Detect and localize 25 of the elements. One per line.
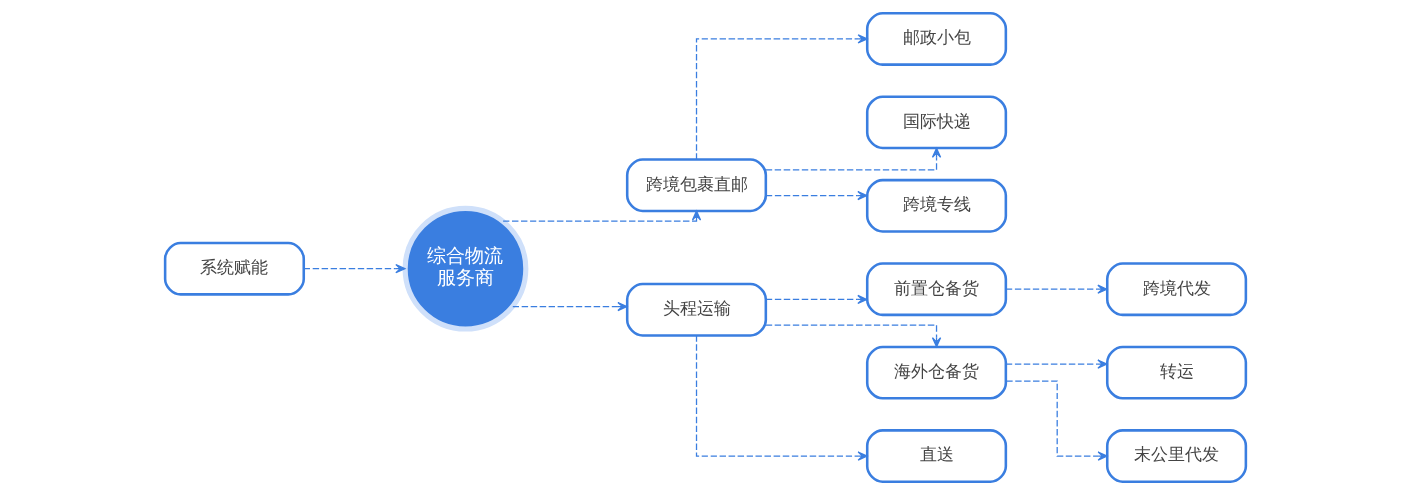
node-box: 海外仓备货 [865,345,1007,400]
arrow [501,210,701,222]
arrow [695,34,868,161]
node-box: 跨境专线 [865,178,1007,233]
node-box: 跨境代发 [1105,262,1247,317]
node-box: 直送 [865,429,1007,484]
arrow [511,301,628,312]
arrow [1004,380,1108,461]
arrow [695,334,868,461]
node-circle: 综合物流服务商 [402,205,528,332]
arrow [764,294,867,305]
arrow [764,147,941,171]
node-box: 末公里代发 [1105,429,1247,484]
node-box: 邮政小包 [865,11,1007,66]
node-box: 国际快递 [865,95,1007,150]
arrow [1004,359,1107,369]
node-box: 跨境包裹直邮 [625,158,767,213]
arrow [302,264,405,274]
node-box: 前置仓备货 [865,262,1007,317]
arrow [1004,284,1107,294]
arrow [764,324,941,348]
node-box: 系统赋能 [163,241,305,296]
node-box: 转运 [1105,345,1247,400]
node-box: 头程运输 [625,282,767,337]
arrow [764,190,867,201]
